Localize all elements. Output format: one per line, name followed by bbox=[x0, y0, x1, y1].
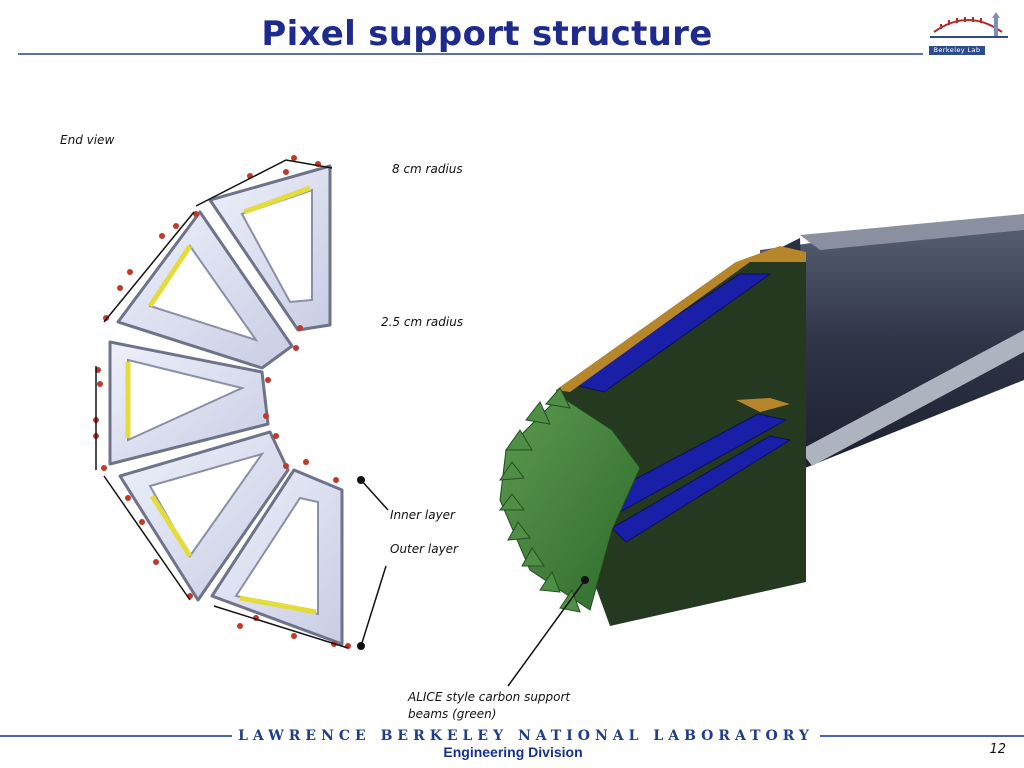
alice-beams-label-line2: beams (green) bbox=[408, 707, 497, 721]
inner-radius-label: 2.5 cm radius bbox=[381, 315, 464, 329]
outer-radius-label: 8 cm radius bbox=[392, 162, 463, 176]
title-divider bbox=[18, 53, 923, 55]
end-view-label: End view bbox=[60, 133, 115, 147]
division-name: Engineering Division bbox=[443, 744, 583, 760]
frame-segment-2 bbox=[116, 210, 294, 370]
berkeley-lab-logo bbox=[930, 12, 1008, 38]
frame-segment-5 bbox=[210, 468, 344, 646]
footer-divider-right bbox=[820, 735, 1024, 737]
outer-layer-label: Outer layer bbox=[390, 542, 458, 556]
logo-text: Berkeley Lab bbox=[929, 46, 985, 55]
page-number: 12 bbox=[989, 742, 1006, 757]
alice-beams-label-line1: ALICE style carbon support bbox=[408, 690, 571, 704]
detector-3d-view bbox=[499, 214, 1024, 687]
frame-segment-1 bbox=[208, 164, 332, 332]
frame-segment-3 bbox=[108, 340, 270, 466]
lab-name-banner: Lawrence Berkeley National Laboratory bbox=[238, 728, 814, 744]
page-title: Pixel support structure bbox=[261, 14, 713, 54]
frame-segment-4 bbox=[118, 430, 290, 602]
footer-divider-left bbox=[0, 735, 232, 737]
inner-layer-label: Inner layer bbox=[390, 508, 455, 522]
